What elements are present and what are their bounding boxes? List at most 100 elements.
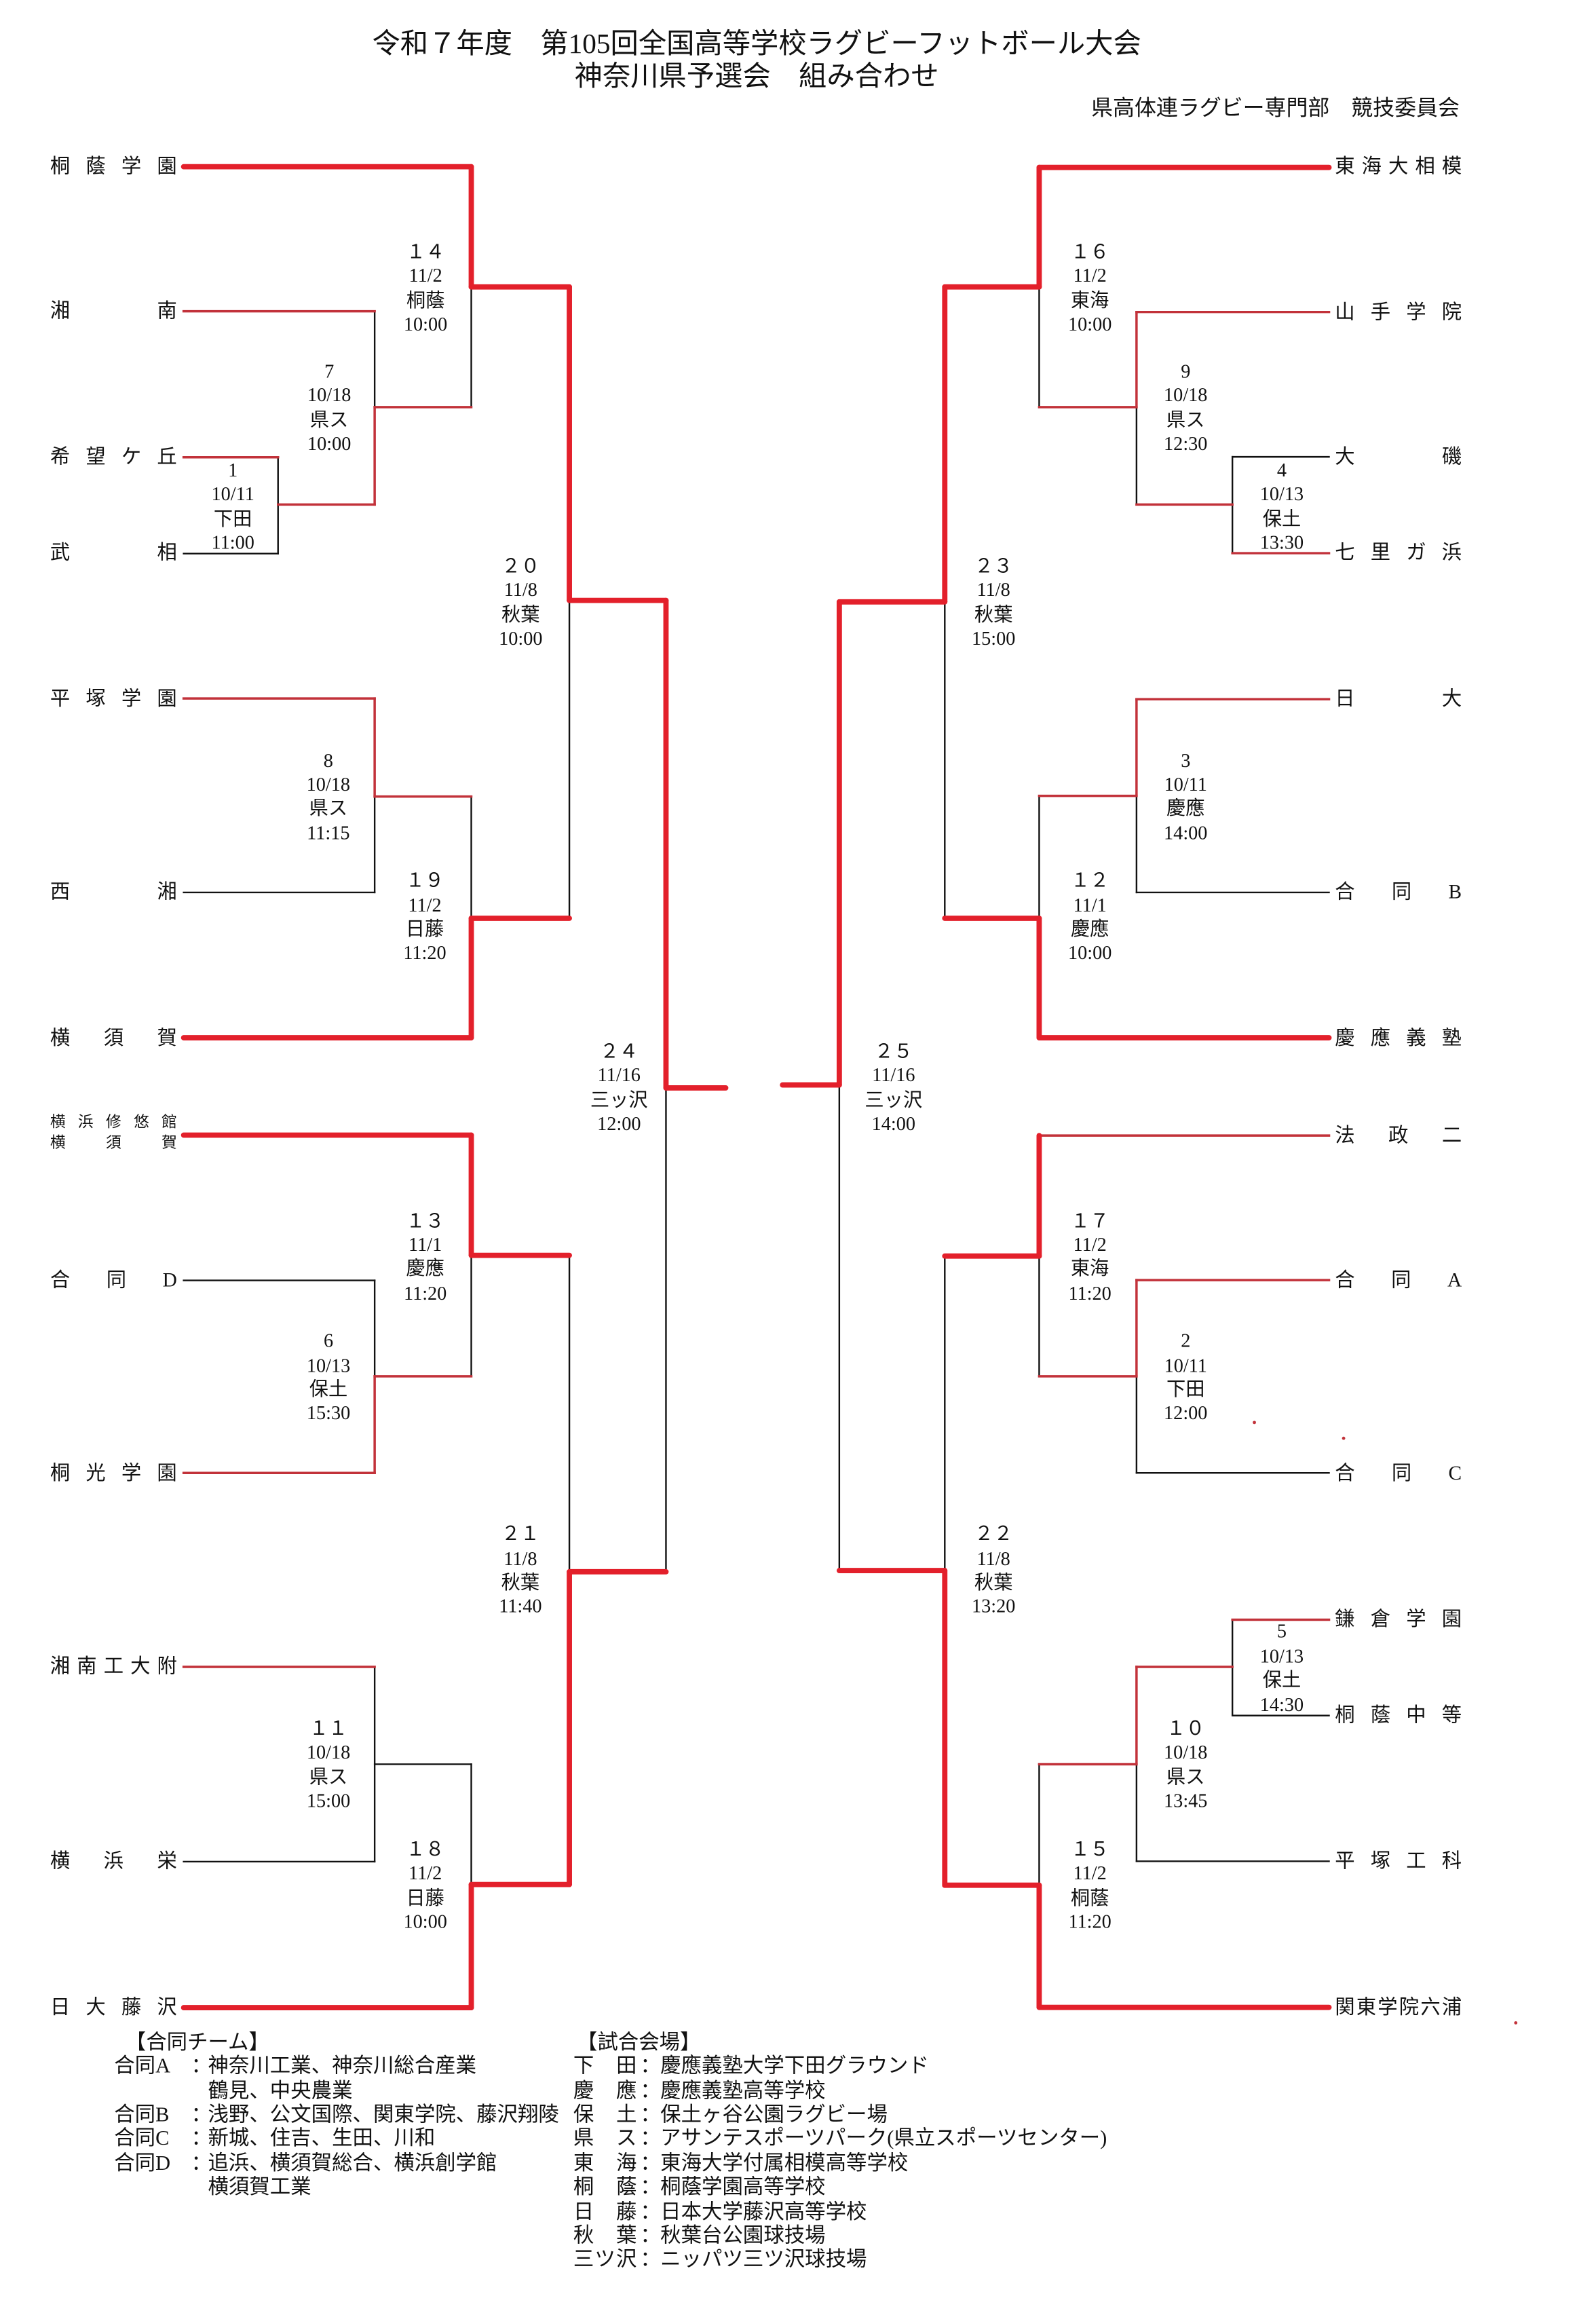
match-time: 10:00	[499, 626, 543, 650]
match-label-2: 2 10/11 下田 12:00	[1139, 1330, 1233, 1426]
name-char: 同	[1391, 1461, 1412, 1484]
match-venue: 東海	[1070, 1257, 1109, 1280]
match-date: 11/2	[1073, 1862, 1107, 1884]
organizer-credit: 県高体連ラグビー専門部 競技委員会	[1091, 98, 1460, 122]
venue-name: 桐蔭学園高等学校	[660, 2177, 826, 2200]
match-venue: 下田	[1166, 1377, 1205, 1400]
joint-team-members: 鶴見、中央農業	[208, 2080, 353, 2103]
name-char: 大	[130, 1655, 151, 1678]
match-number: １３	[406, 1209, 444, 1231]
team-left-6: 西湘	[50, 881, 177, 905]
venue-name: 秋葉台公園球技場	[660, 2225, 826, 2249]
name-char: 慶	[1335, 1026, 1355, 1049]
name-char: ツ	[594, 2250, 615, 2273]
match-time: 13:20	[972, 1595, 1016, 1618]
match-number: １５	[1070, 1837, 1109, 1860]
match-time: 14:00	[1164, 821, 1208, 844]
match-venue: 秋葉	[501, 603, 540, 625]
name-char: 倉	[1370, 1608, 1391, 1630]
name-char: 蔭	[615, 2177, 637, 2200]
match-label-10: １０ 10/18 県ス 13:45	[1139, 1717, 1233, 1813]
venues-heading: 【試合会場】	[576, 2032, 701, 2055]
match-venue: 保土	[1262, 506, 1302, 529]
match-date: 11/8	[976, 578, 1010, 601]
match-time: 11:20	[1068, 1910, 1112, 1933]
match-venue: 県ス	[1166, 408, 1205, 431]
match-time: 10:00	[403, 312, 448, 335]
name-char: 科	[1441, 1849, 1462, 1872]
name-char: 工	[1406, 1849, 1426, 1872]
venue-separator: ：	[640, 2225, 661, 2249]
match-date: 11/2	[1073, 1233, 1107, 1256]
match-number: １８	[406, 1837, 444, 1860]
venue-abbr: 下田	[573, 2056, 636, 2081]
match-label-25: ２５ 11/16 三ッ沢 14:00	[846, 1040, 940, 1136]
name-char: 田	[615, 2056, 637, 2079]
match-date: 11/2	[408, 1862, 442, 1884]
match-label-16: １６ 11/2 東海 10:00	[1043, 240, 1137, 337]
match-time: 12:00	[1164, 1402, 1208, 1425]
match-time: 15:00	[306, 1789, 351, 1811]
venue-abbr: 県ス	[573, 2129, 636, 2154]
team-right-14: 関東学院六浦	[1335, 1995, 1462, 2019]
name-char: 浜	[103, 1849, 124, 1873]
venue-name: 慶應義塾高等学校	[660, 2080, 826, 2103]
name-char: 保	[573, 2105, 594, 2128]
team-right-12: 桐蔭中等	[1335, 1704, 1462, 1727]
match-number: １４	[406, 240, 445, 263]
name-char: 大	[86, 1995, 106, 2018]
name-char: 同	[1391, 1268, 1411, 1291]
title-line-2: 神奈川県予選会 組み合わせ	[574, 62, 939, 93]
joint-team-members: 浅野、公文国際、関東学院、藤沢翔陵	[208, 2105, 559, 2128]
name-char: 模	[1441, 154, 1462, 176]
match-label-19: １９ 11/2 日藤 11:20	[377, 869, 472, 966]
venue-name: 日本大学藤沢高等学校	[660, 2202, 867, 2224]
match-venue: 慶應	[1166, 797, 1205, 820]
venue-abbr: 三ツ沢	[573, 2250, 636, 2274]
match-number: 1	[228, 458, 238, 481]
match-number: １６	[1070, 240, 1109, 263]
match-time: 10:00	[1067, 312, 1112, 335]
name-char: 横	[50, 1115, 66, 1132]
name-char: 賀	[162, 1135, 177, 1152]
name-char: 湘	[50, 1655, 71, 1678]
match-number: ２４	[600, 1039, 639, 1062]
match-venue: 日藤	[405, 918, 444, 940]
match-date: 10/11	[1164, 1353, 1207, 1376]
team-name-line-1: 横浜修悠館	[50, 1114, 177, 1134]
name-char: 館	[162, 1115, 177, 1132]
match-venue: 慶應	[1070, 918, 1109, 940]
match-label-18: １８ 11/2 日藤 10:00	[378, 1838, 472, 1934]
venue-separator: ：	[640, 2202, 661, 2224]
team-left-7: 横須賀	[50, 1026, 177, 1050]
match-venue: 三ッ沢	[590, 1088, 648, 1110]
venue-name: アサンテスポーツパーク(県立スポーツセンター)	[660, 2129, 1107, 2151]
match-label-14: １４ 11/2 桐蔭 10:00	[379, 240, 473, 337]
name-char: 栄	[157, 1849, 177, 1873]
venue-name: ニッパツ三ツ沢球技場	[660, 2250, 867, 2273]
name-char: 手	[1370, 300, 1391, 322]
name-char: 合	[1335, 880, 1355, 903]
joint-team-separator: ：	[191, 2153, 212, 2176]
match-venue: 桐蔭	[406, 288, 445, 311]
name-char: 丘	[157, 445, 177, 468]
match-venue: 保土	[1262, 1668, 1302, 1691]
name-char: 平	[50, 686, 71, 709]
name-char: 日	[1335, 687, 1355, 710]
match-date: 11/2	[408, 893, 442, 916]
match-number: １１	[309, 1716, 348, 1740]
joint-team-members: 横須賀工業	[208, 2177, 311, 2200]
match-time: 15:30	[306, 1402, 351, 1425]
name-char: 義	[1406, 1026, 1426, 1049]
match-label-8: 8 10/18 県ス 11:15	[281, 749, 375, 845]
match-label-11: １１ 10/18 県ス 15:00	[282, 1717, 376, 1813]
match-label-22: ２２ 11/8 秋葉 13:20	[947, 1523, 1041, 1619]
name-char: 同	[1391, 880, 1412, 903]
name-char: 慶	[573, 2080, 594, 2103]
name-char: D	[162, 1268, 177, 1291]
match-time: 11:40	[499, 1595, 542, 1618]
